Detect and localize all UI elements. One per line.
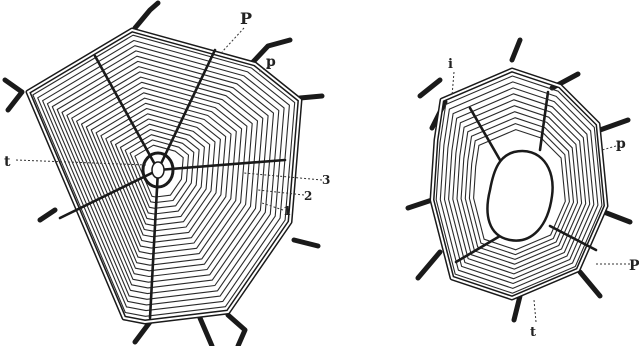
label-P-right: P bbox=[629, 258, 639, 274]
label-p-right: p bbox=[616, 136, 626, 152]
label-P: P bbox=[240, 9, 252, 28]
right-cell-lumen bbox=[487, 151, 552, 241]
left-cell-lumen bbox=[152, 162, 164, 178]
pit-canal bbox=[150, 170, 158, 318]
leader-line bbox=[258, 190, 304, 195]
leader-line bbox=[222, 28, 244, 52]
left-stone-cell: t P p 3 2 1 bbox=[4, 3, 330, 346]
label-t: t bbox=[4, 154, 11, 170]
right-stone-cell: i p P t bbox=[408, 40, 639, 340]
leader-line bbox=[534, 300, 536, 322]
label-i: i bbox=[448, 57, 453, 72]
label-1: 1 bbox=[283, 204, 291, 218]
label-3: 3 bbox=[322, 173, 330, 187]
pit-canal bbox=[158, 160, 285, 170]
label-t-right: t bbox=[530, 325, 536, 340]
label-2: 2 bbox=[304, 189, 312, 203]
pit-canal bbox=[456, 236, 500, 262]
label-p: p bbox=[266, 54, 276, 70]
leader-line bbox=[602, 146, 616, 150]
pit-canal bbox=[470, 108, 500, 160]
